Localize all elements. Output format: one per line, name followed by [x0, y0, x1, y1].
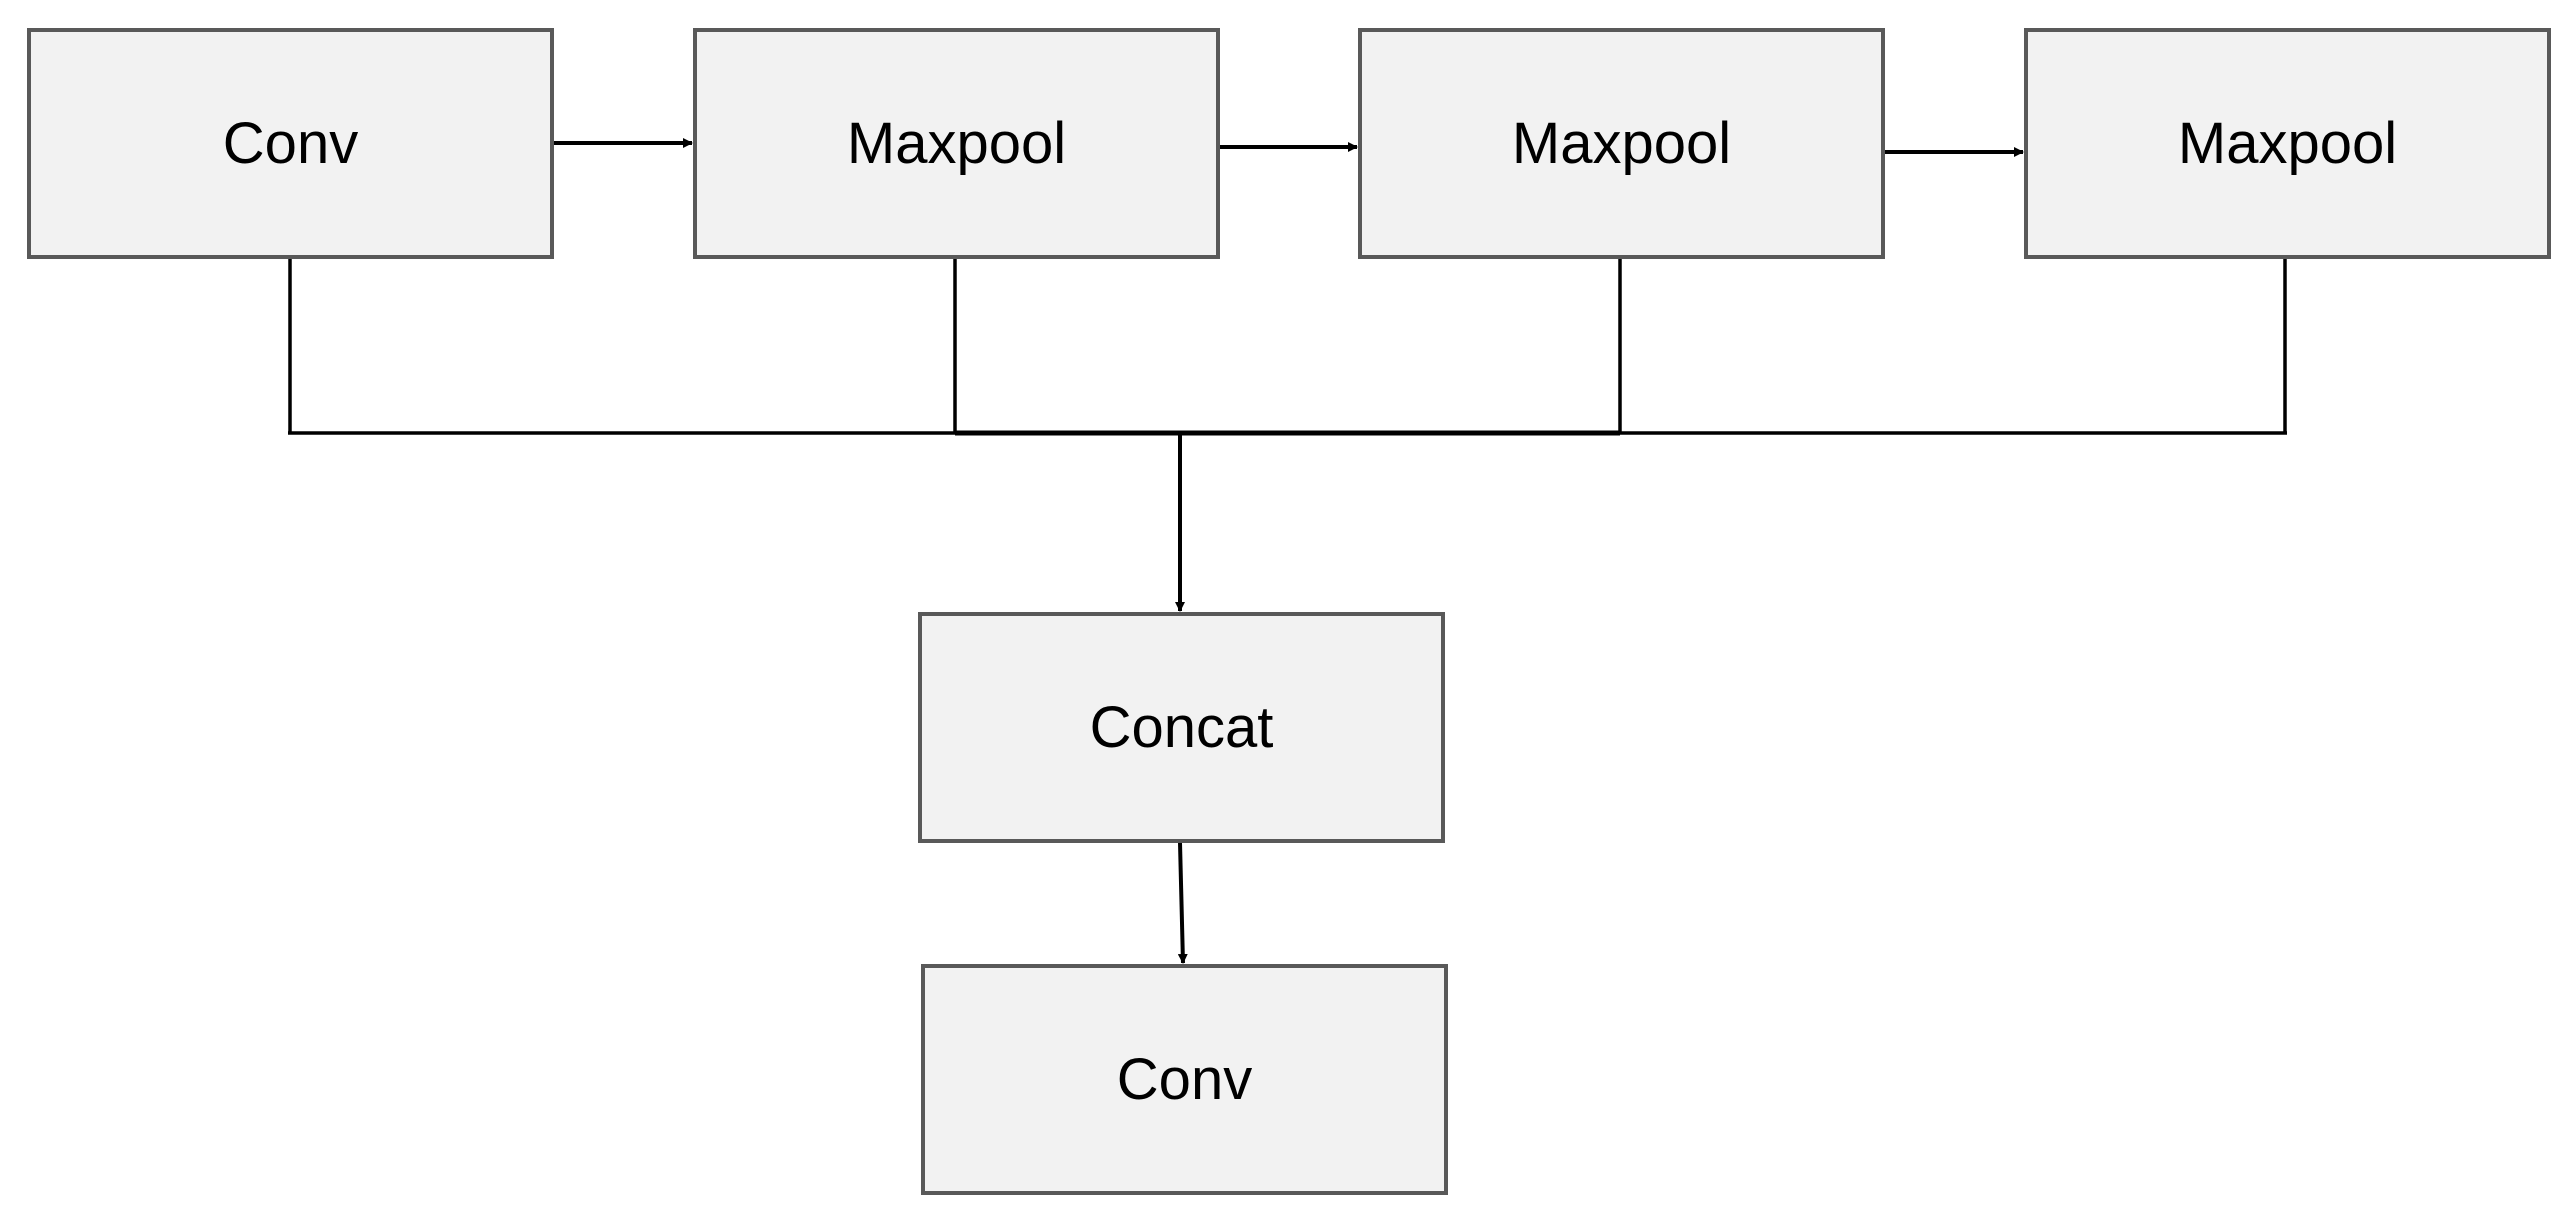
conv-node-1-label: Conv — [222, 111, 359, 176]
conv-node-2-label: Conv — [1116, 1047, 1253, 1112]
conv-node-2: Conv — [921, 964, 1448, 1195]
maxpool-node-2-label: Maxpool — [1511, 111, 1732, 176]
conv-node-1: Conv — [27, 28, 554, 259]
maxpool-node-1: Maxpool — [693, 28, 1220, 259]
concat-node-label: Concat — [1089, 695, 1274, 760]
maxpool-node-1-label: Maxpool — [846, 111, 1067, 176]
maxpool-node-3-label: Maxpool — [2177, 111, 2398, 176]
maxpool-node-3: Maxpool — [2024, 28, 2551, 259]
concat-node: Concat — [918, 612, 1445, 843]
maxpool-node-2: Maxpool — [1358, 28, 1885, 259]
arrow-concat-to-conv — [1177, 842, 1188, 964]
